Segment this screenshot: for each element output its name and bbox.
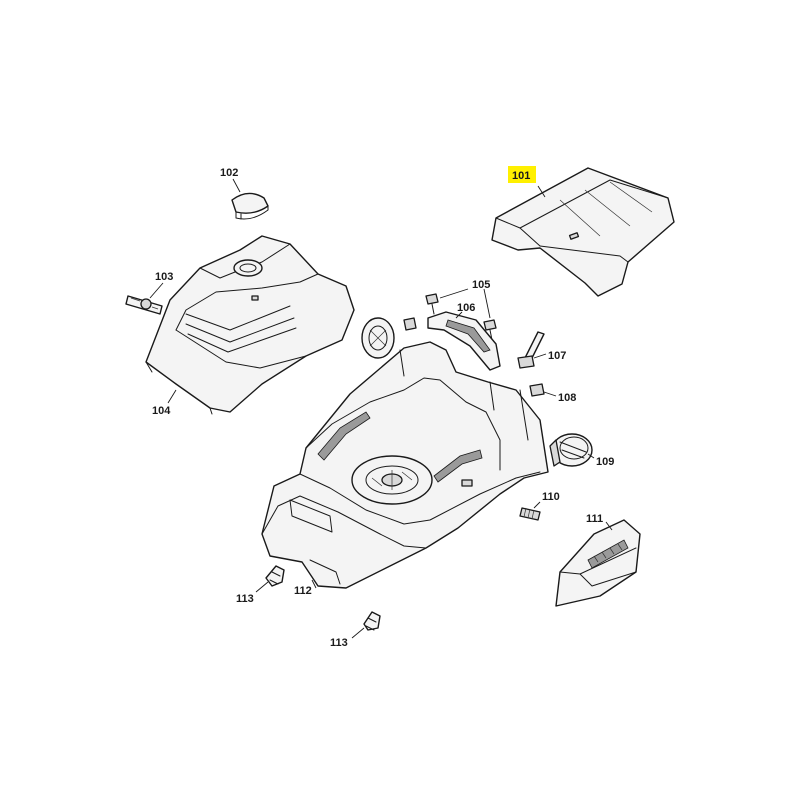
part-107-lever [517,331,545,369]
leader-102 [232,178,241,193]
leader-107 [533,353,547,359]
callout-102: 102 [220,167,238,179]
callout-101: 101 [512,170,530,182]
part-102-cap [231,192,269,220]
callout-106: 106 [457,302,475,314]
leader-108 [543,391,557,397]
leader-105b [483,288,491,319]
callout-105: 105 [472,279,490,291]
part-110-spring [519,507,541,521]
leader-111 [605,521,613,531]
part-103-badge [125,295,163,315]
leader-110 [533,501,541,509]
leader-105a [439,288,469,299]
part-113b-clip [363,611,381,631]
callout-103: 103 [155,271,173,283]
part-wheel-hub [361,317,417,359]
part-111-flap [555,519,641,607]
callout-108: 108 [558,392,576,404]
callout-113a: 113 [236,593,254,605]
callout-112: 112 [294,585,312,597]
leader-113a [255,581,269,593]
part-109-knob [549,433,593,467]
part-112-deck [261,341,549,589]
part-101-lid [491,167,675,297]
leader-112 [311,579,317,589]
part-104-cover [145,235,355,415]
leader-109 [587,453,595,459]
callout-110: 110 [542,491,560,503]
part-106-bracket [427,311,501,371]
callout-113b: 113 [330,637,348,649]
callout-111: 111 [586,513,603,525]
callout-107: 107 [548,350,566,362]
leader-113b [351,627,365,639]
leader-103 [149,282,164,299]
leader-106 [455,311,463,319]
callout-101-highlight [508,166,536,183]
callout-104: 104 [152,405,171,417]
part-108-nut [529,383,545,397]
leader-104 [167,389,177,404]
leader-101 [537,185,546,198]
callout-109: 109 [596,456,614,468]
part-113a-clip [265,565,285,587]
